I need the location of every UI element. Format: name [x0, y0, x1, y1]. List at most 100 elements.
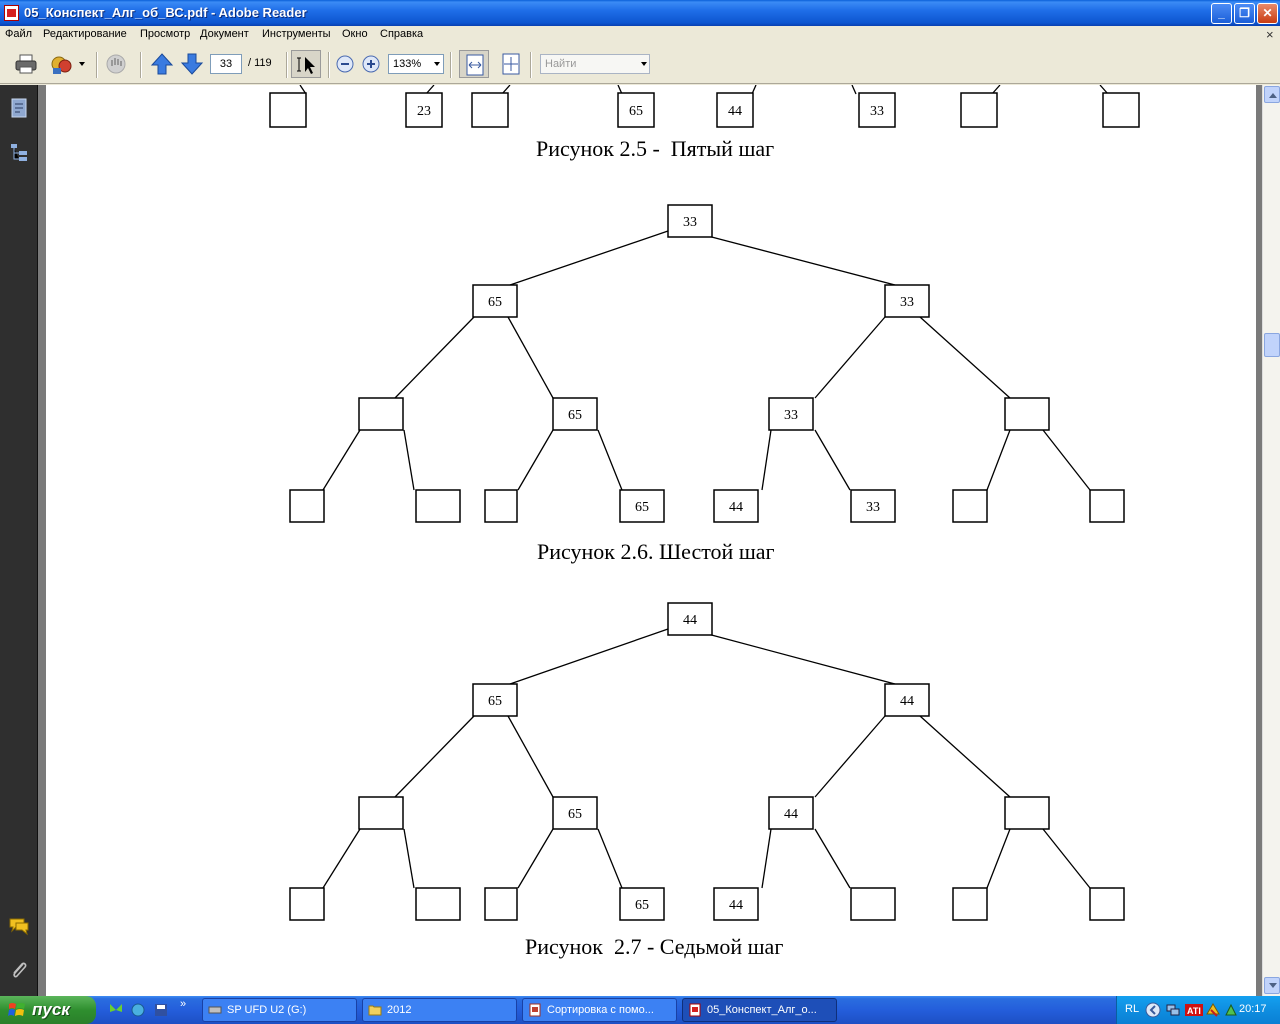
leaf-node: 44: [716, 92, 754, 128]
tree-level2-node: 44: [768, 796, 814, 830]
menu-document[interactable]: Документ: [200, 28, 249, 40]
arrow-down-icon[interactable]: [180, 52, 204, 76]
language-indicator[interactable]: RL: [1125, 1003, 1140, 1015]
zoom-dropdown-icon[interactable]: [434, 62, 440, 66]
minimize-button[interactable]: _: [1211, 3, 1232, 24]
page-total: / 119: [248, 57, 272, 69]
zoom-level-value: 133%: [393, 58, 422, 70]
cursor-arrow-icon: [297, 57, 315, 74]
tree-edge: [986, 828, 1011, 889]
tree-edge: [761, 828, 772, 889]
ati-icon[interactable]: ATI: [1185, 1002, 1203, 1018]
tree-edge: [507, 316, 554, 399]
tree-level2-node: [1004, 796, 1050, 830]
menu-file[interactable]: Файл: [5, 28, 33, 40]
leaf-node: [269, 92, 307, 128]
tree-leaf-node: 44: [713, 489, 759, 523]
tray-network-icon[interactable]: [1165, 1002, 1181, 1018]
menu-edit[interactable]: Редактирование: [43, 28, 127, 40]
save-disk-icon[interactable]: [153, 1002, 169, 1018]
leaf-node: [960, 92, 998, 128]
tree-leaf-node: [289, 887, 325, 921]
comments-icon[interactable]: [8, 915, 30, 937]
select-tool-button[interactable]: [291, 50, 321, 78]
svg-text:65: 65: [488, 694, 502, 709]
word-document-icon: [529, 1003, 541, 1017]
title-bar[interactable]: 05_Конспект_Алг_об_ВС.pdf - Adobe Reader…: [0, 0, 1280, 26]
hand-tool-icon[interactable]: [104, 52, 128, 76]
zoom-level-select[interactable]: 133%: [388, 54, 444, 74]
pages-icon[interactable]: [8, 97, 30, 119]
tray-security-icon[interactable]: [1205, 1002, 1221, 1018]
menu-view[interactable]: Просмотр: [140, 28, 191, 40]
caption-figure-2-7: Рисунок 2.7 - Седьмой шаг: [525, 934, 784, 959]
start-button[interactable]: пуск: [0, 996, 96, 1024]
tree-leaf-node: [1089, 887, 1125, 921]
close-button[interactable]: ✕: [1257, 3, 1278, 24]
arrow-up-icon[interactable]: [150, 52, 174, 76]
attachment-icon[interactable]: [8, 959, 30, 981]
tree-leaf-node: [415, 489, 461, 523]
leaf-node: 23: [405, 92, 443, 128]
task-word-document[interactable]: Сортировка с помо...: [522, 998, 677, 1022]
tray-arrow-icon[interactable]: [1145, 1002, 1161, 1018]
network-icon[interactable]: [130, 1002, 146, 1018]
svg-text:44: 44: [683, 613, 697, 628]
share-dropdown-icon[interactable]: [79, 62, 85, 66]
toolbar-separator: [328, 52, 330, 78]
toolbar-separator: [96, 52, 98, 78]
tree-level2-node: [1004, 397, 1050, 431]
svg-text:44: 44: [729, 898, 743, 913]
menu-window[interactable]: Окно: [342, 28, 368, 40]
leaf-node: [1102, 92, 1140, 128]
scroll-down-button[interactable]: [1264, 977, 1280, 994]
print-icon[interactable]: [14, 52, 38, 76]
bookmarks-icon[interactable]: [8, 141, 30, 163]
tree-level2-node: 65: [552, 397, 598, 431]
tree-edge: [517, 828, 554, 889]
tray-safely-remove-icon[interactable]: [1223, 1002, 1239, 1018]
page-number-input[interactable]: 33: [210, 54, 242, 74]
tree-edge: [403, 828, 415, 889]
tree-level1-node: 65: [472, 683, 518, 717]
fit-page-icon[interactable]: [499, 52, 523, 76]
tree-edge: [703, 632, 896, 685]
tree-level2-node: [358, 796, 404, 830]
maximize-button[interactable]: ❐: [1234, 3, 1255, 24]
butterfly-icon[interactable]: [108, 1002, 124, 1018]
pdf-app-icon: [4, 5, 19, 21]
svg-text:33: 33: [784, 408, 798, 423]
zoom-out-icon[interactable]: [335, 54, 355, 74]
tree-leaf-node: [415, 887, 461, 921]
tree-edge: [322, 828, 361, 889]
quicklaunch-more-icon[interactable]: »: [180, 998, 187, 1010]
svg-text:65: 65: [629, 104, 643, 119]
tree-edge: [597, 828, 623, 889]
tree-leaf-node: [484, 489, 518, 523]
document-close-icon[interactable]: ×: [1266, 27, 1274, 42]
leaf-node: 65: [617, 92, 655, 128]
zoom-in-icon[interactable]: [361, 54, 381, 74]
window-title: 05_Конспект_Алг_об_ВС.pdf - Adobe Reader: [24, 5, 307, 20]
task-sp-ufd[interactable]: SP UFD U2 (G:): [202, 998, 357, 1022]
menu-help[interactable]: Справка: [380, 28, 424, 40]
tree-edge: [509, 628, 669, 685]
tree-edge: [403, 429, 415, 491]
scroll-up-button[interactable]: [1264, 86, 1280, 103]
fit-width-button[interactable]: [459, 50, 489, 78]
scroll-thumb[interactable]: [1264, 333, 1280, 357]
find-dropdown-icon[interactable]: [641, 62, 647, 66]
share-icon[interactable]: [50, 52, 74, 76]
tree-edge: [507, 715, 554, 798]
vertical-scrollbar[interactable]: [1262, 85, 1280, 996]
svg-text:65: 65: [635, 500, 649, 515]
task-adobe-reader[interactable]: 05_Конспект_Алг_о...: [682, 998, 837, 1022]
tree-edge: [814, 316, 886, 399]
tree-edge: [851, 85, 857, 95]
find-input[interactable]: Найти: [540, 54, 650, 74]
task-folder-2012[interactable]: 2012: [362, 998, 517, 1022]
svg-text:65: 65: [568, 408, 582, 423]
tree-edge: [919, 715, 1011, 798]
menu-tools[interactable]: Инструменты: [262, 28, 331, 40]
